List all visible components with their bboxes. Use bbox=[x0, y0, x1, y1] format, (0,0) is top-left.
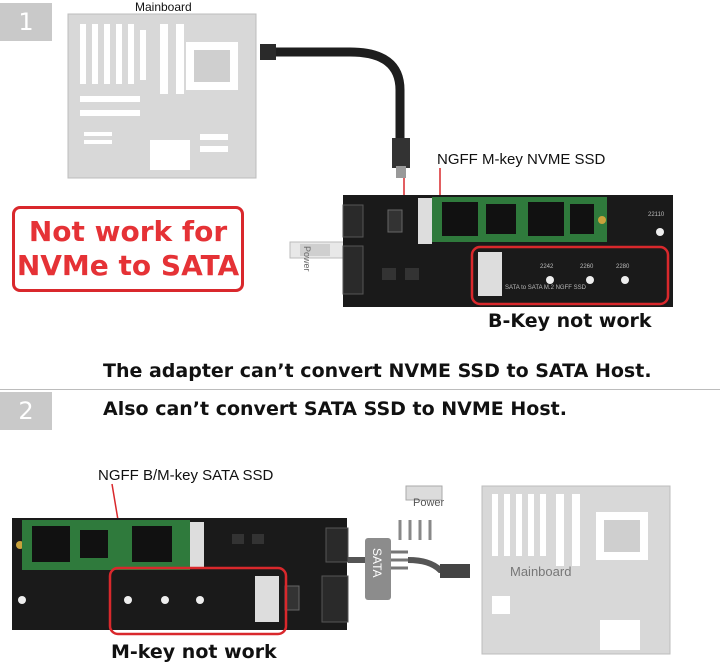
mkey-highlight bbox=[108, 566, 288, 636]
nvme-ssd-top bbox=[432, 197, 607, 242]
bkey-not-work-label: B-Key not work bbox=[488, 310, 652, 332]
warning-line-2: NVMe to SATA bbox=[16, 249, 240, 282]
sata-ssd-label: NGFF B/M-key SATA SSD bbox=[98, 467, 274, 484]
warning-box: Not work for NVMe to SATA bbox=[12, 206, 244, 292]
caption-1: The adapter can’t convert NVME SSD to SA… bbox=[103, 360, 652, 382]
nvme-ssd-label: NGFF M-key NVME SSD bbox=[437, 151, 606, 168]
step-number: 2 bbox=[18, 397, 34, 425]
mkey-not-work-label: M-key not work bbox=[111, 641, 277, 663]
warning-line-1: Not work for bbox=[28, 215, 228, 248]
sata-cable-bottom bbox=[348, 485, 470, 600]
slot-label-22110: 22110 bbox=[648, 212, 665, 218]
mainboard-bottom-illustration bbox=[481, 485, 671, 655]
slot-label-2260: 2260 bbox=[580, 264, 594, 270]
step-number: 1 bbox=[18, 8, 34, 36]
step-badge-2: 2 bbox=[0, 392, 52, 430]
power-label-bottom: Power bbox=[413, 497, 445, 509]
sata-connector-label: SATA bbox=[370, 548, 384, 578]
step-badge-1: 1 bbox=[0, 3, 52, 41]
mainboard-label-top: Mainboard bbox=[135, 0, 192, 14]
bkey-highlight bbox=[470, 245, 670, 306]
mainboard-label-bottom: Mainboard bbox=[510, 564, 572, 579]
slot-label-2280: 2280 bbox=[616, 264, 630, 270]
mainboard-top-illustration bbox=[67, 13, 257, 179]
section-divider bbox=[0, 389, 720, 390]
caption-2: Also can’t convert SATA SSD to NVME Host… bbox=[103, 398, 567, 420]
sata-ssd-bottom bbox=[22, 520, 204, 570]
slot-label-2242: 2242 bbox=[540, 264, 554, 270]
power-label-top: Power bbox=[302, 246, 312, 272]
board-print-top: SATA to SATA M.2 NGFF SSD bbox=[505, 285, 586, 291]
power-cable-top bbox=[289, 241, 346, 259]
